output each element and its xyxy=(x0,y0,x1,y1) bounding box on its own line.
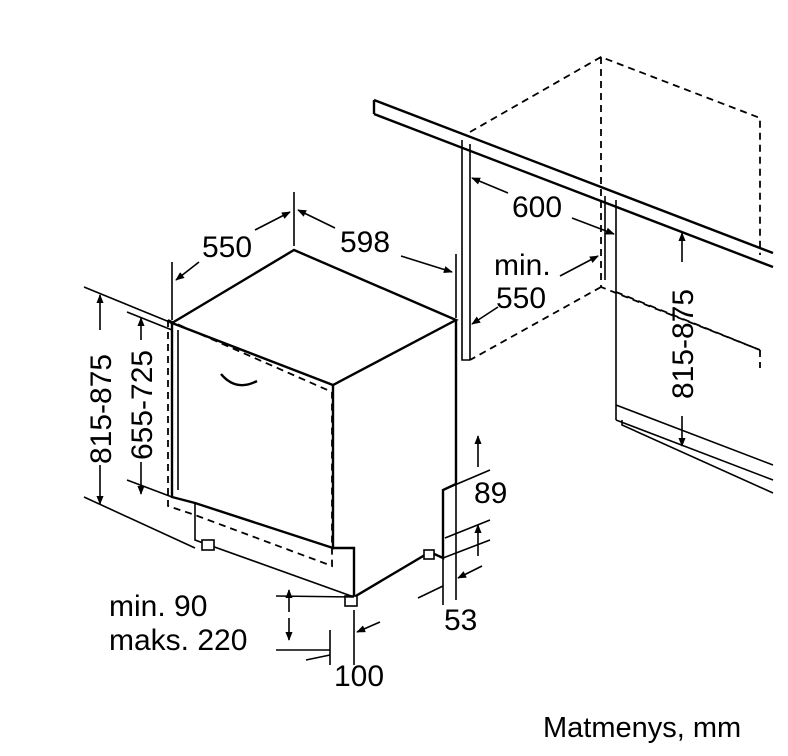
cabinet-niche xyxy=(372,56,774,494)
left-cabinet-panel xyxy=(461,140,471,361)
total-height-label: 815-875 xyxy=(85,354,118,464)
plinth-gap-label-line1: min. 90 xyxy=(109,590,207,623)
niche-width-dimension-line xyxy=(472,178,614,234)
niche-width-label: 600 xyxy=(512,191,562,224)
door-offset-label: 100 xyxy=(334,660,384,693)
dimension-labels: 550 598 600 min. 550 815-875 815-875 655… xyxy=(85,191,700,693)
depth-dimension-line xyxy=(176,212,290,280)
door-offset-dimension-line xyxy=(305,621,381,661)
door-height-label: 655-725 xyxy=(126,350,159,460)
plinth-height-label: 89 xyxy=(474,477,507,510)
door-inner-edge xyxy=(177,330,334,548)
worktop xyxy=(372,98,774,269)
plinth xyxy=(194,503,355,598)
width-dimension-line xyxy=(298,210,452,272)
dishwasher xyxy=(167,248,459,607)
dishwasher-door xyxy=(170,323,335,550)
door-handle xyxy=(220,373,258,387)
plinth-recess-label: 53 xyxy=(444,604,477,637)
door-range-outline xyxy=(167,319,333,568)
depth-label: 550 xyxy=(202,231,252,264)
width-label: 598 xyxy=(340,226,390,259)
dimension-lines xyxy=(83,178,682,665)
plinth-gap-label-line2: maks. 220 xyxy=(109,624,247,657)
niche-depth-label-line1: min. xyxy=(494,249,551,282)
plinth-recess-dimension-line xyxy=(417,565,483,599)
dishwasher-top xyxy=(169,248,459,387)
niche-height-label: 815-875 xyxy=(667,289,700,399)
caption: Matmenys, mm xyxy=(543,712,741,744)
niche-depth-label-line2: 550 xyxy=(496,282,546,315)
dishwasher-side xyxy=(333,320,458,600)
niche-depth-dimension-line xyxy=(472,256,598,324)
dishwasher-feet xyxy=(201,539,435,607)
